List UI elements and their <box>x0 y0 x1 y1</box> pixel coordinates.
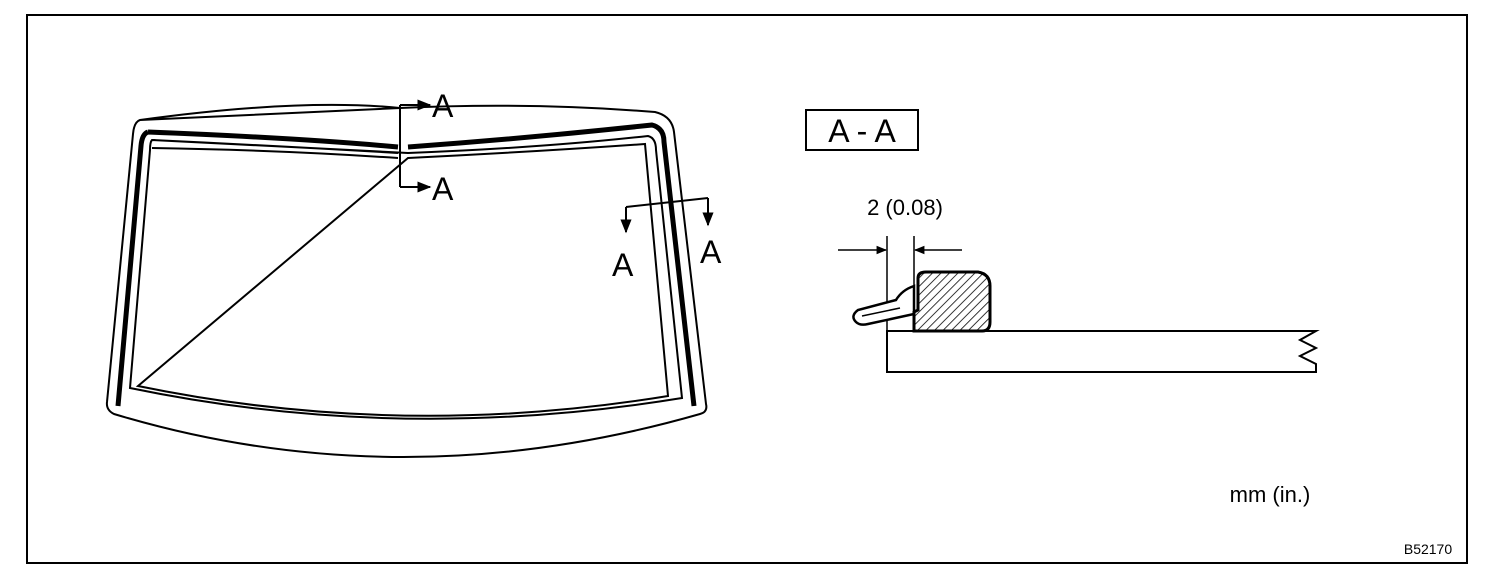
windshield-outer-edge <box>105 103 708 458</box>
windshield-drawing <box>105 103 708 458</box>
molding-line <box>115 122 697 407</box>
cut-line-side <box>620 197 714 234</box>
inner-border-line <box>128 134 684 420</box>
molding-lip <box>852 284 916 326</box>
figure-id: B52170 <box>1404 541 1452 557</box>
units-label: mm (in.) <box>1230 482 1311 507</box>
section-title-box <box>805 109 919 151</box>
glass-section <box>912 270 992 333</box>
molding-lip-inner <box>861 307 901 317</box>
dimension-label: 2 (0.08) <box>867 195 943 220</box>
cut-line-top <box>399 99 432 193</box>
viewing-area <box>135 142 670 417</box>
cut-label-side-2: A <box>700 234 722 270</box>
section-title: A - A <box>828 113 896 149</box>
body-panel <box>886 330 1320 373</box>
cut-label-side-1: A <box>612 247 634 283</box>
figure-border <box>26 14 1468 564</box>
cut-label-top-1: A <box>432 88 454 124</box>
cut-label-top-2: A <box>432 171 454 207</box>
